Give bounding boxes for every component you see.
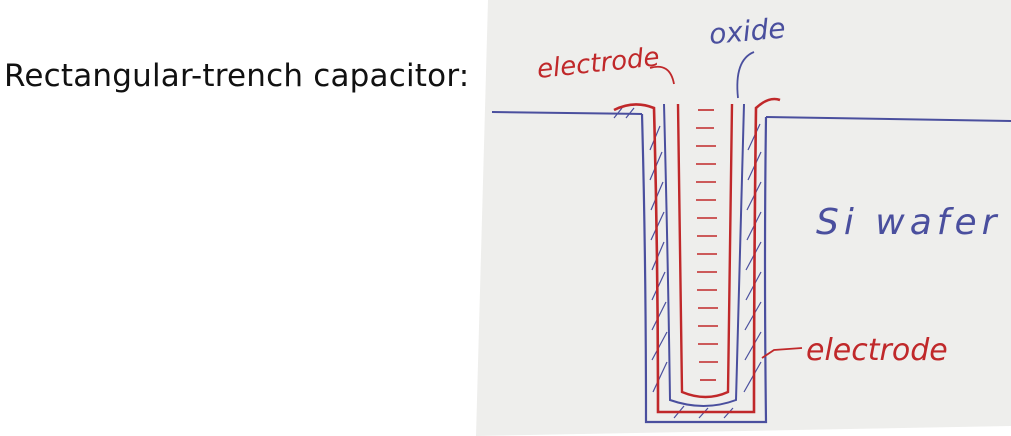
inner-electrode-hatching [696, 109, 718, 381]
trench-outer-wall [640, 113, 768, 424]
label-electrode-bottom: electrode [806, 333, 948, 368]
inner-electrode-outline [676, 103, 734, 399]
trench-capacitor-sketch: electrode oxide Si wafer electrode [476, 0, 1011, 436]
oxide-inner-boundary [663, 103, 745, 407]
paper-sheet [476, 0, 1011, 436]
slide-heading: Rectangular-trench capacitor: [4, 58, 470, 94]
electrode-top-leader [649, 65, 675, 85]
electrode-bottom-leader [761, 347, 803, 359]
label-oxide: oxide [708, 11, 787, 51]
label-si-wafer: Si wafer [816, 202, 1001, 243]
sketch-photo: electrode oxide Si wafer electrode [474, 0, 1011, 436]
oxide-leader [736, 51, 755, 99]
outer-electrode-line [613, 97, 781, 414]
